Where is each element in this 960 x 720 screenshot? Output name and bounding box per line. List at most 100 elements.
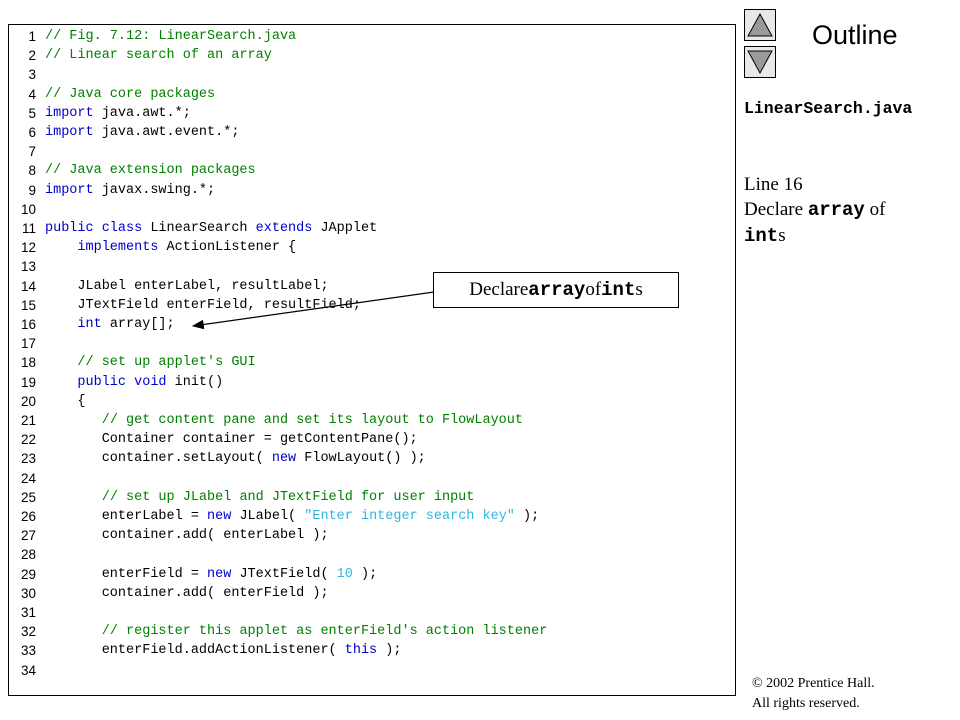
- code-token: [45, 375, 77, 390]
- line-number: 22: [20, 432, 36, 448]
- code-text: // Java core packages: [45, 87, 215, 102]
- code-token: ActionListener {: [158, 240, 297, 256]
- code-token: container.setLayout(: [45, 451, 272, 467]
- code-text: Container container = getContentPane();: [45, 432, 418, 447]
- code-line: 12 implements ActionListener {: [9, 240, 735, 259]
- code-token: JTextField enterField, resultField;: [45, 297, 361, 313]
- line-number: 19: [20, 374, 36, 390]
- code-token: LinearSearch: [142, 221, 256, 236]
- line-number: 30: [20, 585, 36, 601]
- callout-prefix: Declare: [469, 279, 529, 300]
- callout-suffix: s: [635, 279, 643, 300]
- code-token: new: [207, 509, 232, 524]
- side-line-ref: Line 16: [744, 174, 803, 195]
- code-token: this: [344, 643, 378, 659]
- code-token: public class: [45, 221, 143, 236]
- code-token: [45, 240, 77, 255]
- code-token: import: [45, 105, 94, 121]
- line-number: 4: [28, 86, 36, 102]
- code-token: java.awt.*;: [93, 105, 191, 121]
- code-token: // Java extension packages: [45, 163, 256, 179]
- code-token: {: [45, 393, 86, 409]
- code-text: // Fig. 7.12: LinearSearch.java: [45, 29, 296, 44]
- line-number: 34: [20, 662, 36, 678]
- line-number: 20: [20, 393, 36, 409]
- side-desc-prefix: Declare: [744, 199, 808, 220]
- code-token: // set up JLabel and JTextField for user…: [101, 489, 475, 505]
- code-token: new: [271, 451, 297, 467]
- code-token: );: [377, 643, 402, 659]
- code-token: import: [45, 182, 94, 198]
- code-token: JTextField(: [231, 566, 337, 582]
- code-line: 33 enterField.addActionListener( this );: [9, 643, 735, 662]
- code-token: );: [514, 509, 540, 524]
- code-token: [45, 490, 102, 505]
- code-line: 13: [9, 259, 735, 278]
- next-slide-button[interactable]: [744, 46, 776, 78]
- code-token: container.add( enterLabel );: [45, 528, 329, 544]
- code-line: 31: [9, 605, 735, 624]
- code-line: 32 // register this applet as enterField…: [9, 624, 735, 643]
- code-text: JTextField enterField, resultField;: [45, 298, 361, 313]
- code-token: extends: [255, 221, 313, 236]
- line-number: 28: [20, 547, 36, 563]
- code-token: enterField =: [45, 566, 208, 582]
- code-token: // set up applet's GUI: [77, 355, 256, 371]
- code-token: // Fig. 7.12: LinearSearch.java: [45, 29, 297, 44]
- code-line: 1// Fig. 7.12: LinearSearch.java: [9, 29, 735, 48]
- code-text: enterField.addActionListener( this );: [45, 643, 402, 659]
- triangle-down-icon: [747, 50, 773, 75]
- code-line: 24: [9, 471, 735, 490]
- side-desc-mid: of: [864, 199, 886, 220]
- line-number: 16: [20, 317, 36, 332]
- line-number: 7: [28, 144, 36, 160]
- code-token: // Java core packages: [45, 86, 216, 102]
- code-text: container.add( enterField );: [45, 586, 329, 601]
- line-number: 24: [20, 470, 36, 486]
- code-text: public void init(): [45, 375, 223, 390]
- code-line: 11 public class LinearSearch extends JApp…: [9, 221, 735, 240]
- code-text: import javax.swing.*;: [45, 183, 215, 198]
- copyright-line-2: All rights reserved.: [752, 696, 860, 711]
- line-number: 3: [28, 67, 36, 83]
- line-number: 26: [20, 509, 36, 524]
- side-description: Declare array of: [744, 197, 954, 223]
- code-line: 28: [9, 547, 735, 566]
- line-number: 23: [20, 451, 36, 467]
- line-number: 15: [20, 297, 36, 313]
- code-line: 29 enterField = new JTextField( 10 );: [9, 567, 735, 586]
- code-text: JLabel enterLabel, resultLabel;: [45, 279, 328, 294]
- code-token: java.awt.event.*;: [93, 125, 240, 140]
- callout-mid: of: [585, 279, 602, 300]
- code-line: 18 // set up applet's GUI: [9, 355, 735, 374]
- line-number: 11: [21, 221, 36, 236]
- line-number: 21: [20, 413, 36, 428]
- code-text: container.add( enterLabel );: [45, 528, 329, 543]
- code-text: // get content pane and set its layout t…: [45, 413, 523, 428]
- code-text: int array[];: [45, 317, 175, 332]
- code-token: [45, 624, 102, 639]
- side-desc-suffix: s: [778, 225, 786, 246]
- line-number: 2: [28, 48, 36, 64]
- code-token: container.add( enterField );: [45, 585, 329, 601]
- code-text: implements ActionListener {: [45, 240, 296, 255]
- code-token: import: [45, 125, 94, 140]
- line-number: 12: [20, 240, 36, 256]
- code-text: public class LinearSearch extends JApple…: [45, 221, 377, 236]
- code-line: 21 // get content pane and set its layou…: [9, 413, 735, 432]
- code-text: container.setLayout( new FlowLayout() );: [45, 451, 426, 466]
- code-line: 19 public void init(): [9, 375, 735, 394]
- code-line: 17: [9, 336, 735, 355]
- code-token: FlowLayout() );: [296, 451, 426, 467]
- code-token: new: [207, 566, 232, 582]
- code-token: implements: [77, 240, 159, 256]
- line-number: 18: [20, 355, 36, 371]
- code-token: array[];: [101, 317, 175, 332]
- previous-slide-button[interactable]: [744, 9, 776, 41]
- code-line: 2 // Linear search of an array: [9, 48, 735, 67]
- code-token: // Linear search of an array: [45, 48, 272, 64]
- code-token: javax.swing.*;: [93, 182, 216, 198]
- code-text: // set up applet's GUI: [45, 355, 256, 371]
